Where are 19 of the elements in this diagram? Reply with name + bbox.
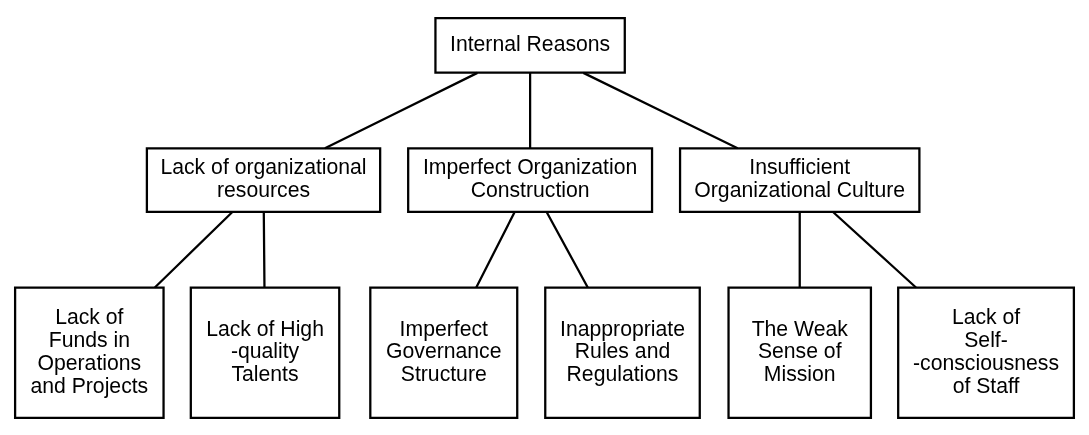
connector (324, 71, 478, 149)
node-box: Insufficient Organizational Culture (678, 146, 921, 213)
connector (262, 211, 266, 287)
connector (545, 210, 589, 288)
node-box: Lack of organizational resources (145, 146, 382, 213)
connector (832, 210, 917, 288)
connector (475, 210, 516, 288)
node-box: Lack of Self- -consciousness of Staff (897, 286, 1076, 419)
node-box: Imperfect Governance Structure (369, 286, 519, 419)
connector (798, 211, 801, 287)
node-box: The Weak Sense of Mission (727, 286, 873, 419)
node-box: Internal Reasons (434, 16, 626, 74)
node-box: Imperfect Organization Construction (407, 146, 654, 213)
node-box: Inappropriate Rules and Regulations (544, 286, 701, 419)
connector (582, 71, 739, 149)
connector (154, 210, 234, 288)
node-box: Lack of Funds in Operations and Projects (13, 286, 165, 419)
node-box: Lack of High -quality Talents (189, 286, 341, 419)
connector (528, 72, 532, 148)
